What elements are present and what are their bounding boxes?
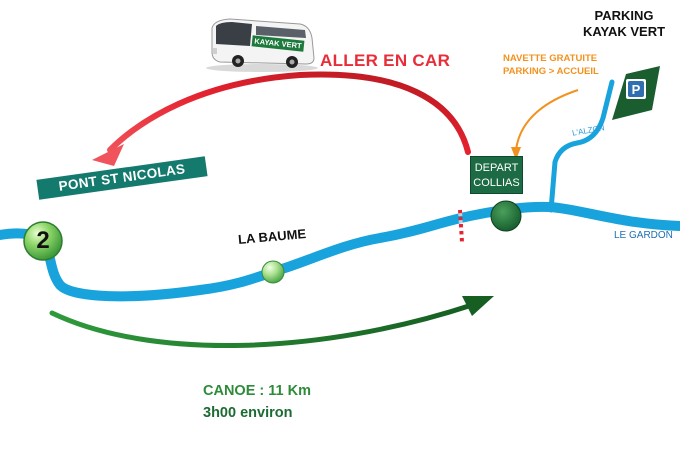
svg-text:P: P	[632, 82, 641, 97]
alzon-river	[548, 79, 615, 213]
shuttle-arrowhead	[511, 147, 521, 160]
gardon-label: LE GARDON	[614, 230, 673, 241]
bus-route-label: ALLER EN CAR	[320, 51, 451, 70]
canoe-duration: 3h00 environ	[203, 405, 293, 421]
pont-marker	[23, 221, 63, 261]
depart-marker	[490, 200, 522, 232]
gardon-river	[0, 201, 680, 302]
pont-marker-number: 2	[36, 227, 50, 254]
parking-title: PARKING KAYAK VERT	[582, 8, 666, 39]
canoe-distance: CANOE : 11 Km	[203, 383, 311, 399]
dam-marker	[458, 209, 464, 243]
baume-marker	[261, 260, 285, 284]
shuttle-note: NAVETTE GRATUITE PARKING > ACCUEIL	[503, 53, 599, 77]
bus-route-arrow	[107, 71, 471, 155]
parking-sign: P	[612, 66, 660, 120]
bus-route-arrowhead	[92, 144, 124, 166]
shuttle-arrow	[515, 89, 579, 151]
canoe-route-arrowhead	[462, 296, 494, 316]
canoe-route-arrow	[49, 302, 475, 349]
depart-collias-label: DEPART COLLIAS	[470, 156, 523, 194]
